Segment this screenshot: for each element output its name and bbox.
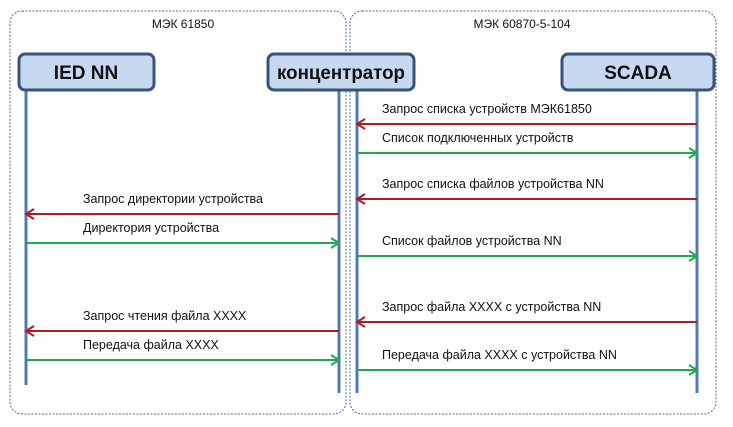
arrowhead-icon [330,354,341,366]
iec104-panel [349,10,717,415]
iec104-panel-title: МЭК 60870-5-104 [473,17,570,31]
arrowhead-icon [24,208,35,220]
message-label: Передача файла XXXX [83,338,219,352]
actor-ied: IED NN [17,52,156,92]
message-response: Список подключенных устройств [357,131,699,159]
actor-ied-label: IED NN [54,63,118,84]
message-label: Директория устройства [83,221,219,235]
arrowhead-icon [24,325,35,337]
arrowhead-icon [688,147,699,159]
actor-scada-label: SCADA [604,63,672,84]
message-request: Запрос директории устройства [24,192,339,220]
message-label: Передача файла XXXX с устройства NN [382,348,617,362]
message-label: Запрос файла XXXX с устройства NN [382,300,601,314]
message-label: Список подключенных устройств [382,131,574,145]
message-label: Запрос чтения файла XXXX [83,309,247,323]
message-request: Запрос списка файлов устройства NN [355,177,697,205]
actor-hub-label: концентратор [277,63,405,84]
message-response: Список файлов устройства NN [357,234,699,262]
message-label: Запрос директории устройства [83,192,263,206]
arrowhead-icon [355,118,366,130]
arrowhead-icon [330,237,341,249]
message-request: Запрос файла XXXX с устройства NN [355,300,697,328]
actor-hub: концентратор [266,52,416,92]
arrowhead-icon [688,250,699,262]
arrowhead-icon [355,193,366,205]
message-label: Запрос списка устройств МЭК61850 [382,102,592,116]
message-response: Передача файла XXXX с устройства NN [357,348,699,376]
arrowhead-icon [688,364,699,376]
message-request: Запрос списка устройств МЭК61850 [355,102,697,130]
message-response: Передача файла XXXX [26,338,341,366]
message-label: Запрос списка файлов устройства NN [382,177,604,191]
actor-scada: SCADA [560,52,716,92]
message-response: Директория устройства [26,221,341,249]
iec61850-panel [9,10,347,415]
message-label: Список файлов устройства NN [382,234,562,248]
arrowhead-icon [355,316,366,328]
iec61850-panel-title: МЭК 61850 [152,17,215,31]
message-request: Запрос чтения файла XXXX [24,309,339,337]
